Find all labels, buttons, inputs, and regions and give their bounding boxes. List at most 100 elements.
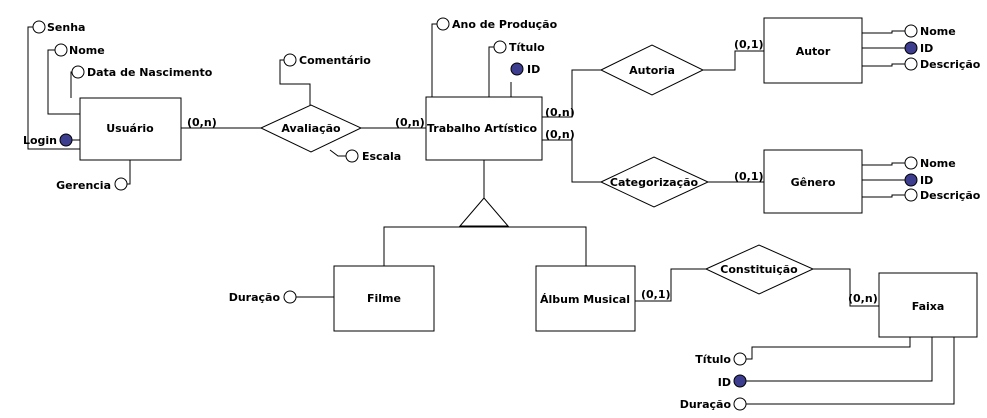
connector-trabalho-categorizacao xyxy=(542,139,601,183)
entity-trabalho-artistico-label: Trabalho Artístico xyxy=(427,122,537,135)
relationship-autoria: Autoria xyxy=(599,44,705,96)
attribute-circle xyxy=(283,53,297,67)
entity-autor: Autor xyxy=(763,17,863,84)
attribute-circle xyxy=(493,40,507,54)
attribute-circle xyxy=(436,17,450,31)
connector-usuario-senha xyxy=(27,26,80,150)
cardinalities: (0,n) (0,n) (0,n) (0,n) (0,1) (0,1) (0,1… xyxy=(187,38,878,305)
attribute-trabalho-titulo: Título xyxy=(493,40,545,54)
attribute-label: ID xyxy=(920,42,933,55)
entity-usuario-label: Usuário xyxy=(106,122,154,135)
attribute-usuario-senha: Senha xyxy=(32,20,85,34)
connector-faixa-titulo xyxy=(746,337,911,360)
connector-usuario-gerencia xyxy=(127,160,131,185)
connector-autoria-autor xyxy=(703,50,764,71)
attribute-trabalho-ano-producao: Ano de Produção xyxy=(436,17,558,31)
key-attribute-circle xyxy=(510,62,524,76)
entity-faixa: Faixa xyxy=(878,272,978,338)
entity-faixa-label: Faixa xyxy=(912,300,945,313)
attribute-label: Nome xyxy=(69,44,105,57)
cardinality-trabalho-autoria: (0,n) xyxy=(545,106,575,119)
attribute-usuario-gerencia: Gerencia xyxy=(56,177,128,192)
attribute-avaliacao-escala: Escala xyxy=(345,149,401,163)
relationship-constituicao-label: Constituição xyxy=(720,263,798,276)
attribute-circle xyxy=(904,188,918,202)
key-attribute-circle xyxy=(904,41,918,55)
attribute-label: Senha xyxy=(47,21,85,34)
connector-faixa-duracao xyxy=(746,337,955,405)
relationship-categorizacao: Categorização xyxy=(599,156,710,208)
relationship-constituicao: Constituição xyxy=(704,244,815,295)
attribute-label: Descrição xyxy=(920,189,981,202)
entity-album-musical-label: Álbum Musical xyxy=(540,293,630,306)
attribute-circle xyxy=(904,156,918,170)
attribute-genero-descricao: Descrição xyxy=(904,188,981,202)
cardinality-trabalho-avaliacao: (0,n) xyxy=(395,116,425,129)
attribute-label: ID xyxy=(920,174,933,187)
attribute-label: ID xyxy=(718,376,731,389)
key-attribute-circle xyxy=(59,133,73,147)
attribute-circle xyxy=(71,65,85,79)
attribute-label: Nome xyxy=(920,25,956,38)
key-attribute-circle xyxy=(904,173,918,187)
attribute-usuario-data-nascimento: Data de Nascimento xyxy=(71,65,213,79)
entity-genero-label: Gênero xyxy=(791,176,836,189)
attribute-circle xyxy=(733,397,747,411)
cardinality-autor-autoria: (0,1) xyxy=(734,38,764,51)
connector-trabalho-titulo xyxy=(488,46,494,97)
attribute-autor-id: ID xyxy=(904,41,933,55)
attribute-label: Gerencia xyxy=(56,179,111,192)
attribute-faixa-duracao: Duração xyxy=(680,397,747,411)
relationship-avaliacao: Avaliação xyxy=(259,104,363,153)
connector-genero-nome xyxy=(862,162,905,166)
attribute-label: Ano de Produção xyxy=(452,18,558,31)
attribute-label: Comentário xyxy=(299,54,371,67)
connector-avaliacao-escala xyxy=(329,149,346,157)
attribute-genero-nome: Nome xyxy=(904,156,956,170)
attribute-label: Descrição xyxy=(920,58,981,71)
relationship-autoria-label: Autoria xyxy=(629,64,675,77)
attribute-label: Título xyxy=(695,353,731,366)
relationship-categorizacao-label: Categorização xyxy=(610,176,699,189)
attribute-circle xyxy=(54,43,68,57)
attribute-filme-duracao: Duração xyxy=(229,290,297,304)
attribute-label: Nome xyxy=(920,157,956,170)
connector-album-constituicao xyxy=(635,268,706,302)
attribute-label: Data de Nascimento xyxy=(87,66,213,79)
cardinality-genero-categorizacao: (0,1) xyxy=(734,170,764,183)
attribute-autor-nome: Nome xyxy=(904,24,956,38)
entity-usuario: Usuário xyxy=(79,97,182,161)
cardinality-usuario-avaliacao: (0,n) xyxy=(187,116,217,129)
attribute-circle xyxy=(283,290,297,304)
attribute-circle xyxy=(32,20,46,34)
attribute-circle xyxy=(904,57,918,71)
attribute-label: Título xyxy=(509,41,545,54)
attribute-circle xyxy=(904,24,918,38)
entity-autor-label: Autor xyxy=(796,45,831,58)
connector-faixa-id xyxy=(746,337,933,382)
connector-autor-nome xyxy=(862,30,905,34)
key-attribute-circle xyxy=(733,374,747,388)
attribute-label: Escala xyxy=(362,150,401,163)
entity-trabalho-artistico: Trabalho Artístico xyxy=(425,96,543,161)
connector-genero-descricao xyxy=(862,194,905,198)
entity-album-musical: Álbum Musical xyxy=(535,265,636,332)
attribute-trabalho-id: ID xyxy=(510,62,540,76)
attribute-circle xyxy=(733,352,747,366)
attribute-label: Duração xyxy=(229,291,281,304)
entity-filme: Filme xyxy=(333,265,435,332)
attribute-usuario-login: Login xyxy=(23,133,73,147)
attribute-avaliacao-comentario: Comentário xyxy=(283,53,371,67)
attribute-label: ID xyxy=(527,63,540,76)
attribute-circle xyxy=(345,149,359,163)
connector-avaliacao-comentario xyxy=(279,59,311,105)
entity-filme-label: Filme xyxy=(367,292,401,305)
connector-autor-descricao xyxy=(862,63,905,67)
connector-trabalho-autoria xyxy=(542,69,601,118)
cardinality-faixa-constituicao: (0,n) xyxy=(848,292,878,305)
attribute-label: Login xyxy=(23,134,57,147)
specialization-triangle xyxy=(458,197,510,227)
connector-usuario-nome xyxy=(47,49,80,115)
attribute-usuario-nome: Nome xyxy=(54,43,105,57)
